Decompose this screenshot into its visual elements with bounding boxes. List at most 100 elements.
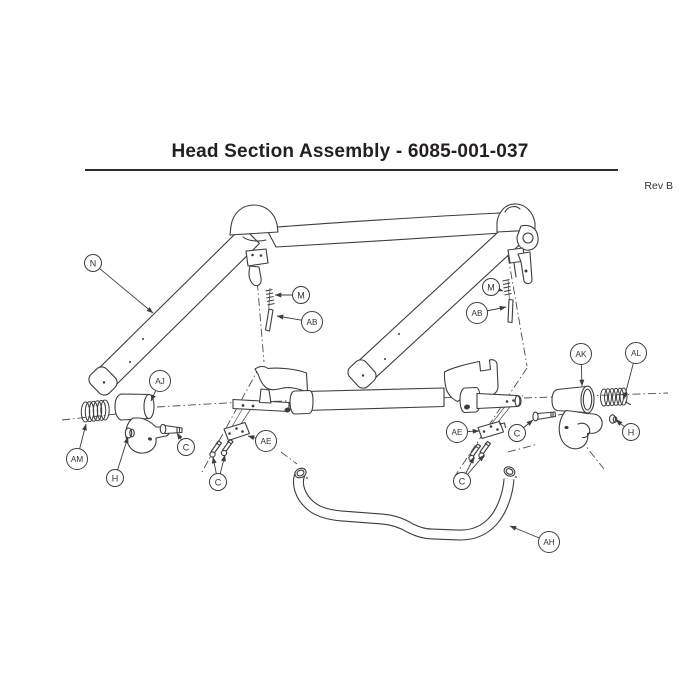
spring-right [600, 387, 632, 407]
mount-pin-right [507, 298, 514, 324]
callout-label: C [215, 478, 222, 488]
callout-c-14: C [508, 419, 534, 442]
callout-leader [99, 268, 154, 314]
callout-ah-17: AH [509, 525, 560, 553]
callout-label: H [112, 474, 119, 484]
plate-right [477, 420, 507, 440]
callout-leader [150, 390, 157, 402]
callout-circle [106, 469, 124, 487]
callout-ak-5: AK [570, 343, 592, 387]
callout-circle [177, 438, 195, 456]
callout-circle [508, 424, 526, 442]
callout-leader [465, 456, 475, 474]
spring-pin-left [265, 289, 275, 306]
head-board-tube [293, 466, 517, 541]
latch-left [229, 204, 279, 287]
callout-circle [622, 423, 640, 441]
callout-ab-4: AB [466, 302, 507, 324]
callout-label: AE [452, 428, 463, 437]
callout-circle [446, 421, 468, 443]
revision-label: Rev B [644, 180, 673, 192]
callout-leader [509, 525, 540, 539]
callout-label: C [459, 477, 466, 487]
callout-ae-13: AE [446, 421, 480, 443]
callout-n-0: N [84, 254, 154, 314]
callout-leader [623, 363, 634, 400]
callout-label: AE [261, 437, 272, 446]
plate-left [223, 421, 251, 442]
callout-ab-2: AB [276, 311, 323, 333]
callout-c-12: C [209, 454, 227, 491]
callout-circle [625, 342, 647, 364]
callout-circle [255, 430, 277, 452]
callout-label: AL [631, 349, 641, 358]
callout-label: AB [472, 309, 483, 318]
pivot-bracket-left [114, 393, 171, 454]
latch-right [496, 203, 539, 285]
callout-leader [79, 423, 87, 449]
callout-label: M [487, 283, 495, 293]
callout-label: C [183, 443, 190, 453]
head-tube-right [347, 219, 528, 389]
callout-circle [84, 254, 102, 272]
screws-left [209, 438, 234, 458]
callout-leader [117, 436, 129, 471]
callout-circle [482, 278, 500, 296]
callout-label: AJ [155, 377, 165, 386]
callout-circle [149, 370, 171, 392]
callout-am-8: AM [66, 423, 88, 470]
callout-h-9: H [106, 436, 129, 487]
callout-leader [467, 454, 485, 475]
callout-leader [615, 419, 625, 428]
center-crossbar-assembly [232, 359, 522, 415]
callout-circle [209, 473, 227, 491]
callout-h-15: H [615, 419, 640, 441]
callout-m-3: M [482, 278, 504, 296]
callout-label: AM [71, 455, 83, 464]
callout-label: AH [543, 538, 554, 547]
callout-leader [487, 305, 507, 312]
callout-leader [523, 419, 534, 428]
head-tube-left [88, 225, 260, 396]
callout-leader [219, 454, 226, 474]
callout-leader [247, 435, 257, 441]
callout-circle [466, 302, 488, 324]
pivot-housing-right [551, 385, 603, 450]
nut-left [124, 427, 135, 439]
page-title: Head Section Assembly - 6085-001-037 [171, 141, 529, 162]
callout-aj-7: AJ [149, 370, 171, 402]
spring-left [80, 399, 110, 423]
spring-pin-right [502, 279, 512, 296]
bolt-left [159, 423, 183, 435]
callout-leader [579, 364, 585, 387]
callout-leader [276, 314, 302, 321]
callout-al-6: AL [623, 342, 647, 400]
callout-m-1: M [274, 286, 310, 304]
callout-layer: N M AB M AB AK AL AJ AM H C AE C AE C H C AH [66, 254, 647, 553]
callout-label: C [514, 429, 521, 439]
bolt-right [532, 411, 557, 422]
top-crossbar [265, 212, 503, 248]
callout-leader [467, 428, 480, 434]
callout-circle [538, 531, 560, 553]
callout-circle [570, 343, 592, 365]
callout-c-16: C [453, 454, 485, 490]
callout-label: AK [576, 350, 587, 359]
screws-right [468, 440, 492, 462]
title-rule [85, 169, 618, 171]
callout-c-10: C [176, 432, 195, 456]
callout-leader [211, 456, 217, 474]
callout-label: H [628, 428, 635, 438]
callout-label: M [297, 291, 305, 301]
callout-ae-11: AE [247, 430, 277, 452]
callout-leader [176, 432, 183, 441]
callout-circle [66, 448, 88, 470]
callout-circle [453, 472, 471, 490]
callout-circle [292, 286, 310, 304]
callout-label: AB [307, 318, 318, 327]
callout-leader [496, 286, 504, 292]
callout-circle [301, 311, 323, 333]
callout-label: N [90, 259, 97, 269]
